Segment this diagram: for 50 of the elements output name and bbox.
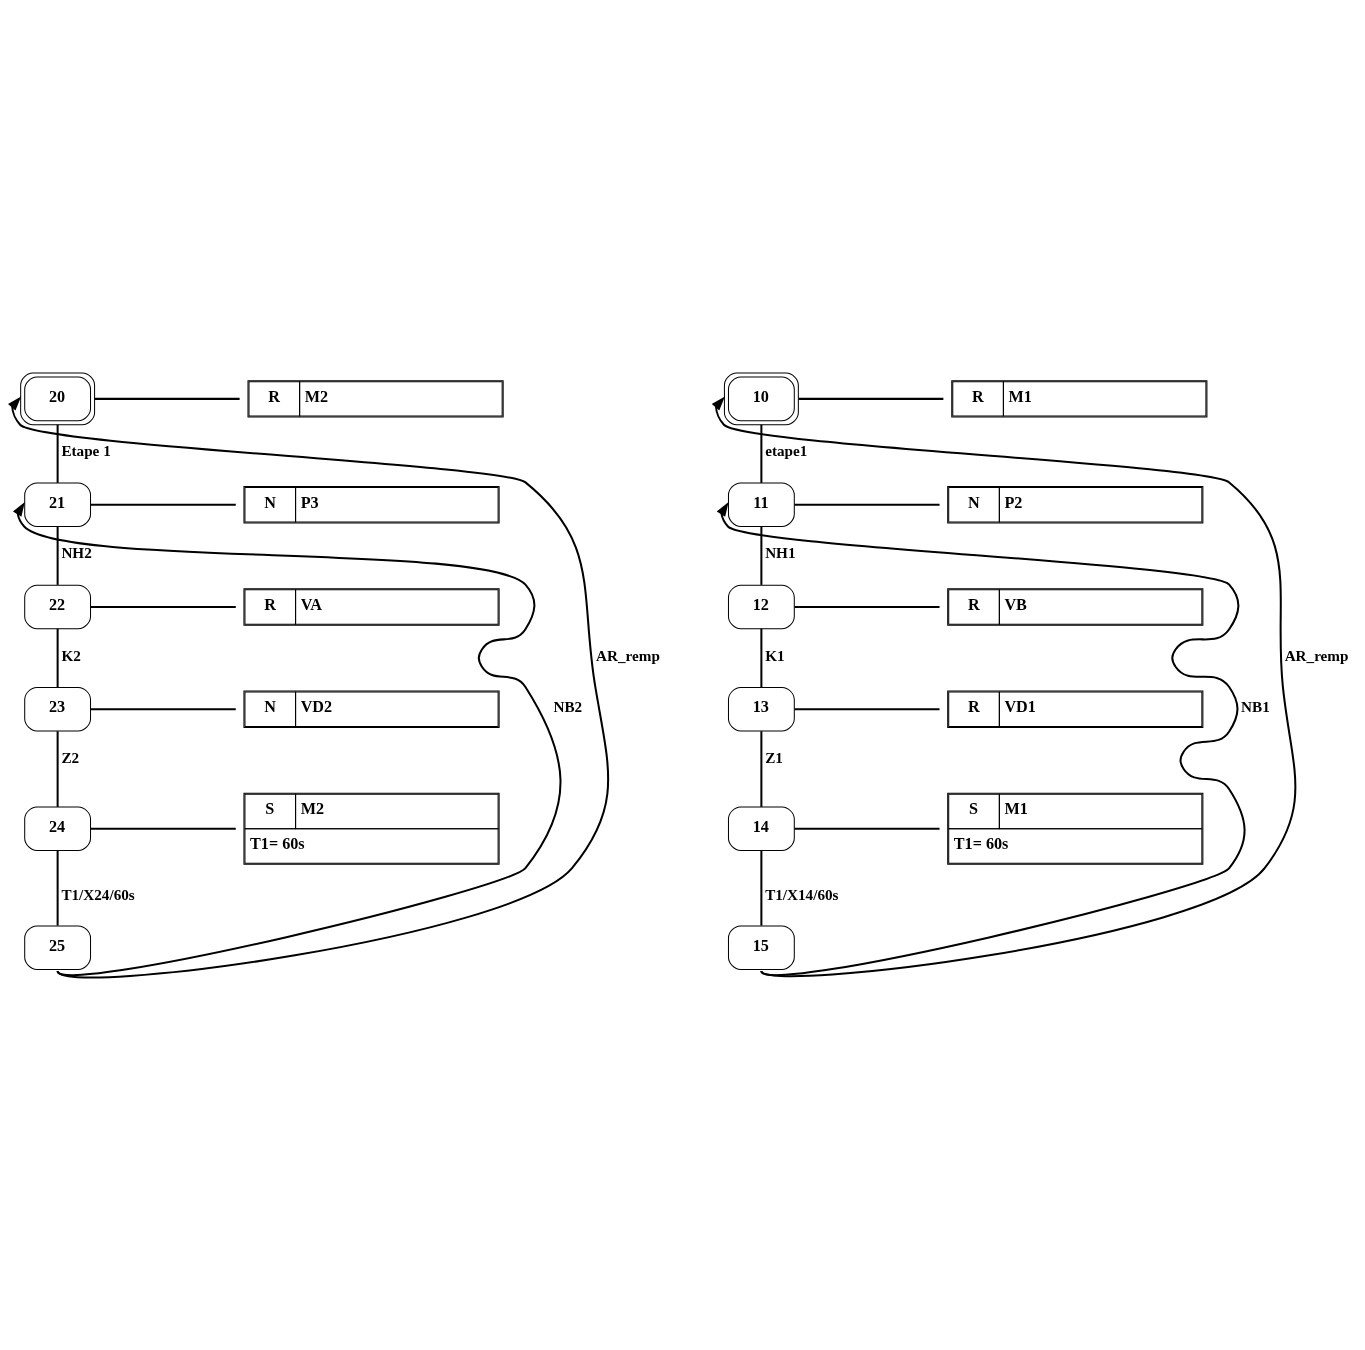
arrow [13,501,562,976]
arrow [8,396,609,978]
node-box: 11 [727,481,795,527]
connector [794,503,940,506]
arrow [716,501,1246,976]
edge-label: T1/X24/60s [61,885,135,903]
connector [90,827,236,830]
edge-label: Etape 1 [61,441,111,459]
node-box: 14 [727,805,795,851]
connector [794,827,940,830]
node-box: 13 [727,686,795,731]
node-box: 24 [24,805,92,851]
edge-label: NH2 [61,543,92,561]
arrow [711,396,1297,977]
node-box: 15 [727,924,795,970]
edge-label: etape1 [765,441,808,459]
node-box: 10 [723,372,799,425]
edge-label: AR_remp [1284,646,1349,664]
connector [90,707,236,710]
connector [760,628,763,687]
connector [90,503,236,506]
node-box: 20 [20,372,96,425]
connector [94,397,240,400]
edge-label: K2 [61,646,81,664]
connector [90,605,236,608]
connector [56,526,59,585]
connector [760,850,763,926]
edge-label: T1/X14/60s [765,885,839,903]
connector [760,526,763,585]
node-box: 12 [727,584,795,629]
connector [760,424,763,483]
node-box: 21 [24,481,92,527]
connector [56,730,59,807]
edge-label: NB1 [1241,697,1270,715]
connector [56,850,59,926]
connector [794,707,940,710]
connector [56,424,59,483]
edge-label: Z1 [765,748,783,766]
connector [760,730,763,807]
connector [56,628,59,687]
edge-label: K1 [765,646,785,664]
edge-label: NH1 [765,543,796,561]
connector [798,397,944,400]
node-box: 23 [24,686,92,731]
edge-label: NB2 [553,697,583,715]
node-box: 22 [24,584,92,629]
edge-label: AR_remp [596,646,660,664]
connector [794,605,940,608]
edge-label: Z2 [61,748,80,766]
node-box: 25 [24,924,92,970]
